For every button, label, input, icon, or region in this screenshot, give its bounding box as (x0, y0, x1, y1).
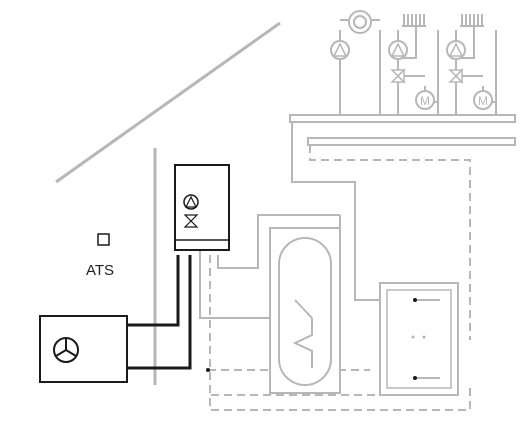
tap-icon (348, 10, 372, 34)
manifolds (289, 114, 516, 146)
valve-icon (390, 68, 406, 84)
indoor-unit (174, 164, 230, 251)
ats-sensor-icon (97, 233, 110, 246)
valve-icon (183, 214, 199, 228)
roof-line (55, 21, 281, 184)
heat-pump-unit (39, 315, 128, 383)
hot-water-cylinder (269, 227, 341, 394)
motor-icon: M (473, 90, 493, 110)
heat-pump-pipes (127, 255, 192, 370)
radiator-icon (460, 14, 484, 27)
pump-icon (183, 194, 199, 210)
valve-icon (448, 68, 464, 84)
motor-icon: M (415, 90, 435, 110)
fan-icon (53, 337, 79, 363)
pump-icon (388, 40, 408, 60)
return-manifold (307, 137, 516, 146)
svg-text:M: M (478, 94, 488, 108)
sensor-icon (206, 298, 417, 380)
supply-manifold (289, 114, 516, 123)
house-outline (55, 21, 281, 385)
pump-icon (446, 40, 466, 60)
radiator-icon (402, 14, 426, 27)
svg-text:M: M (420, 94, 430, 108)
ats-label: ATS (86, 262, 115, 279)
buffer-tank (379, 282, 459, 396)
pump-icon (330, 40, 350, 60)
